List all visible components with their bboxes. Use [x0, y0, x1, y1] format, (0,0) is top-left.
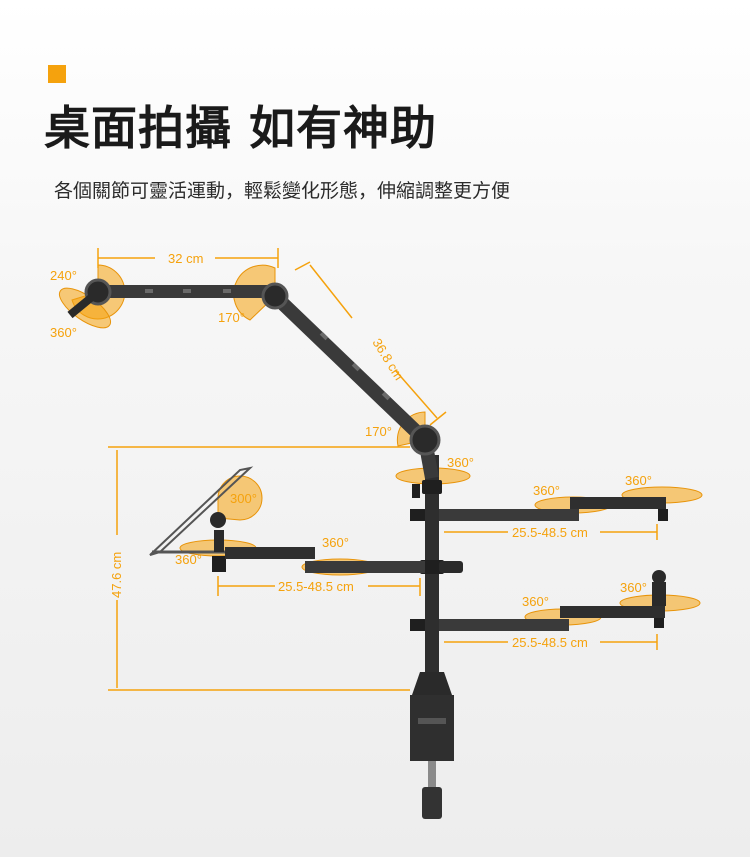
left-arm-outer [305, 561, 425, 573]
right-bottom-extension-label: 25.5-48.5 cm [512, 635, 588, 650]
right-bottom-arm-rotate-label: 360° [522, 594, 549, 609]
page-subtitle: 各個關節可靈活運動，輕鬆變化形態，伸縮調整更方便 [54, 180, 511, 202]
pole-height-label: 47.6 cm [109, 552, 124, 598]
page-title: 桌面拍攝 如有神助 [44, 101, 438, 155]
left-extension-label: 25.5-48.5 cm [278, 579, 354, 594]
pole-top-rotate-label: 360° [447, 455, 474, 470]
tablet-rotate-label: 360° [175, 552, 202, 567]
left-arm-inner [225, 547, 315, 559]
desk-clamp [410, 695, 454, 761]
top-left-rotate-label: 360° [50, 325, 77, 340]
lower-elbow-angle-label: 170° [365, 424, 392, 439]
top-arm-length-label: 32 cm [168, 251, 203, 266]
right-top-arm-inner [570, 497, 666, 509]
right-top-arm-outer [439, 509, 579, 521]
right-bottom-arm-inner [560, 606, 665, 618]
extension-arms [225, 497, 668, 631]
accent-square [48, 65, 66, 83]
tablet-holder [149, 466, 254, 572]
right-bottom-end-rotate-label: 360° [620, 580, 647, 595]
ball-head-mount [652, 582, 666, 606]
pole-assembly [410, 455, 454, 819]
top-left-tilt-label: 240° [50, 268, 77, 283]
left-arm-rotate-label: 360° [322, 535, 349, 550]
tablet-tilt-label: 300° [230, 491, 257, 506]
clamp-knob [422, 787, 442, 819]
right-top-arm-rotate-label: 360° [533, 483, 560, 498]
pole-base [412, 672, 452, 695]
diagonal-arm [272, 292, 430, 446]
right-bottom-arm-outer [439, 619, 569, 631]
top-elbow-angle-label: 170° [218, 310, 245, 325]
top-arm-assembly [67, 278, 441, 498]
clamp-screw [428, 761, 436, 787]
top-elbow-joint [261, 282, 289, 310]
lower-elbow-joint [409, 424, 441, 456]
rotation-discs [58, 287, 703, 626]
diagonal-arm-length-label: 36.8 cm [369, 336, 406, 383]
dimension-lines [97, 248, 658, 691]
right-top-extension-label: 25.5-48.5 cm [512, 525, 588, 540]
right-top-end-rotate-label: 360° [625, 473, 652, 488]
